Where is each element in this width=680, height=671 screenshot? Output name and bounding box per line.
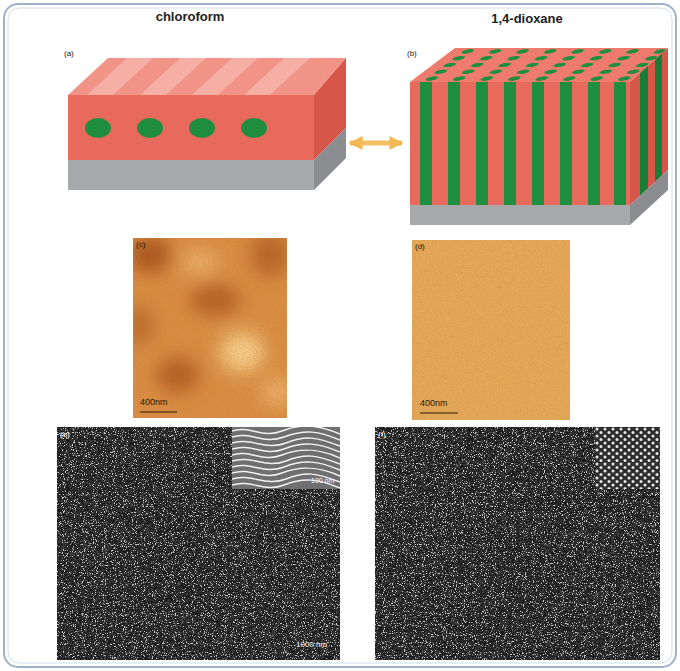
stripe [232,438,340,446]
fingerprint-lines [232,427,340,488]
cylinder-stripe [140,58,206,95]
cylinder-stripe [87,58,153,95]
afm-grain [133,238,287,418]
panel-label: (a) [64,49,74,59]
column-side [655,53,662,182]
substrate-side [630,170,668,225]
panel-label: (c) [136,240,145,249]
block-top-face [410,48,668,82]
scale-label: 100 nm [311,477,334,485]
column [560,82,572,205]
panel-label: (f) [378,430,386,439]
fingerprint-inset [232,427,340,489]
substrate [410,205,630,225]
scale-bar [420,412,458,413]
substrate-side [314,128,346,190]
figure-panel: (b) [405,40,673,195]
stripe [232,450,340,458]
column [504,82,516,205]
block-front-face [410,82,630,205]
cylinder-end [85,118,111,138]
stripe [232,427,340,434]
sem-grain [57,427,340,660]
sem-image [375,427,660,660]
cylinder-stripe [192,58,258,95]
column-heading: chloroform [156,10,225,25]
panel-label: (b) [407,49,417,59]
column [476,82,488,205]
column [420,82,432,205]
column-block [410,48,668,225]
sem-specks [57,427,340,660]
column [448,82,460,205]
column [588,82,600,205]
column-side [640,66,648,196]
sem-specks [375,427,660,660]
sem-image [57,427,340,660]
double-arrow [350,141,402,146]
cylinder-block [68,58,346,190]
afm-grain [412,240,570,420]
stripe [232,432,340,440]
stripe [232,444,340,452]
panel-label: (e) [60,430,70,439]
column [532,82,544,205]
column-tops [410,48,668,82]
substrate [68,160,314,190]
cylinder-stripe [244,58,310,95]
cylinder-end [137,118,163,138]
figure-panel: (a) [62,40,347,195]
stripe [232,456,340,464]
stripe [232,462,340,470]
scale-label: 400nm [420,398,448,408]
figure-frame [4,4,676,667]
afm-image [133,238,287,418]
cylinder-end [241,118,267,138]
column [614,82,626,205]
inset-ground [232,427,340,489]
sem-grain [375,427,660,660]
scale-bar [140,411,177,412]
figure-frame-inner [8,8,672,663]
block-top-face [68,58,346,95]
scale-label: 400nm [140,397,168,407]
afm-ground [133,238,287,418]
column-heading: 1,4-dioxane [491,12,563,27]
hex-dots [595,427,660,489]
hex-inset [595,427,660,489]
scale-label: 1000 nm [296,640,327,649]
afm-image [412,240,570,420]
panel-label: (d) [415,242,425,251]
stripe [232,468,340,476]
cylinder-end [189,118,215,138]
block-front-face [68,95,314,160]
